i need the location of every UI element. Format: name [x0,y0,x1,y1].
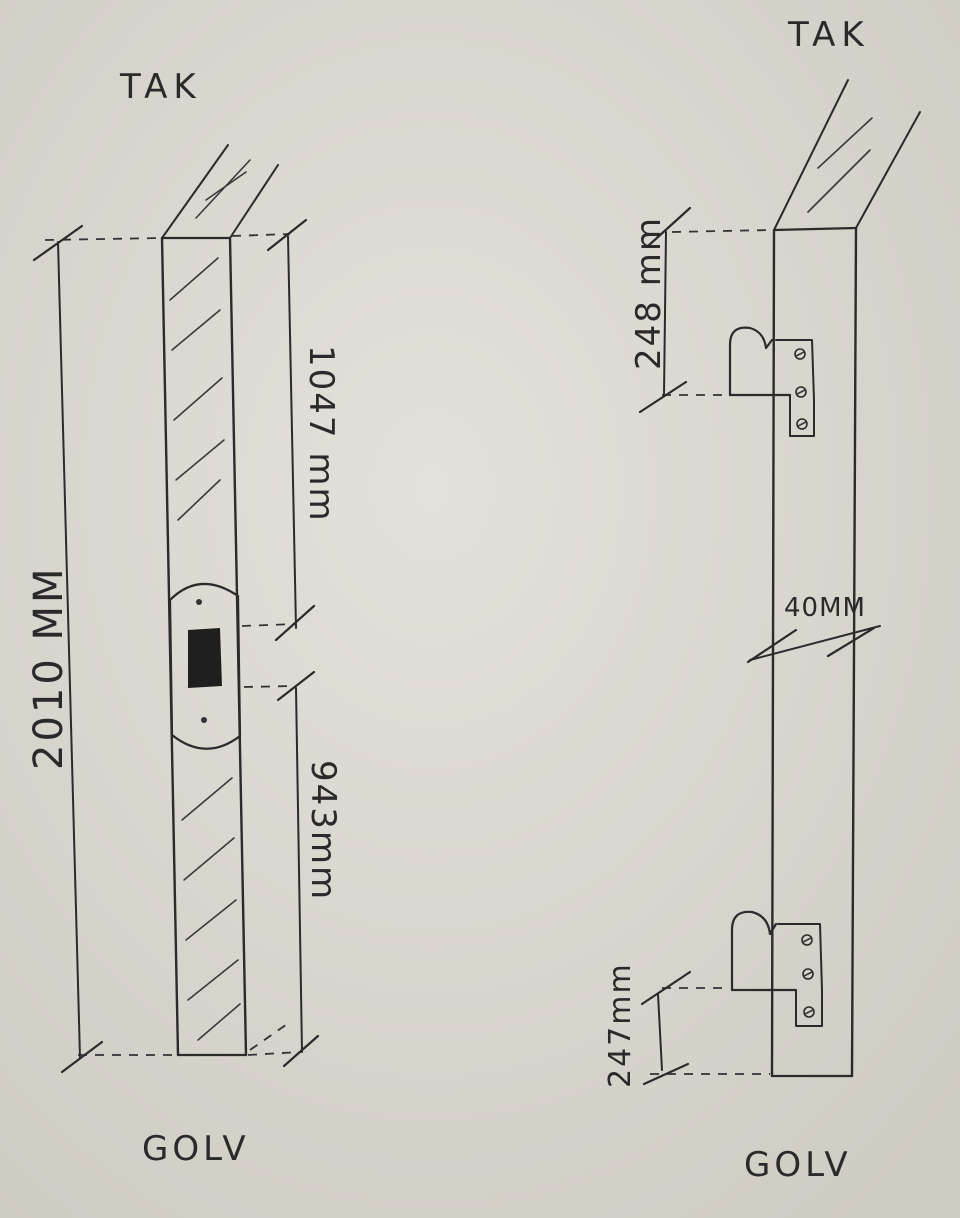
right-door-view: TAK [603,15,921,1185]
left-bottom-extension [247,1051,301,1056]
upper-lock-dimension [266,218,316,642]
top-hinge-dimension-label: 248 mm [629,216,669,370]
lower-dimension-label: 943mm [303,760,343,901]
top-hinge-icon [728,326,815,437]
top-hinge-dimension [638,206,692,414]
bottom-hinge-icon [730,910,823,1027]
total-height-label: 2010 MM [26,565,72,770]
lock-upper-extension [241,623,296,627]
lock-lower-extension [243,685,296,688]
right-top-label: TAK [787,15,870,55]
bottom-hinge-dimension [640,970,692,1086]
total-height-dimension [32,224,104,1074]
left-top-label: TAK [119,67,202,107]
faceplate-screw-icon [201,717,207,723]
width-dimension [746,625,881,664]
left-bottom-perspective [249,1021,291,1051]
lock-latch-icon [188,628,222,688]
left-bottom-label: GOLV [142,1129,250,1169]
right-bottom-label: GOLV [744,1145,852,1185]
upper-dimension-label: 1047 mm [301,345,341,523]
lock-faceplate [168,582,242,750]
faceplate-screw-icon [196,599,202,605]
width-dimension-label: 40MM [784,593,866,623]
left-door-view: TAK [26,67,343,1169]
left-edge-hatching [169,257,241,1041]
lower-lock-dimension [276,670,320,1068]
bottom-hinge-dimension-label: 247mm [603,962,638,1088]
